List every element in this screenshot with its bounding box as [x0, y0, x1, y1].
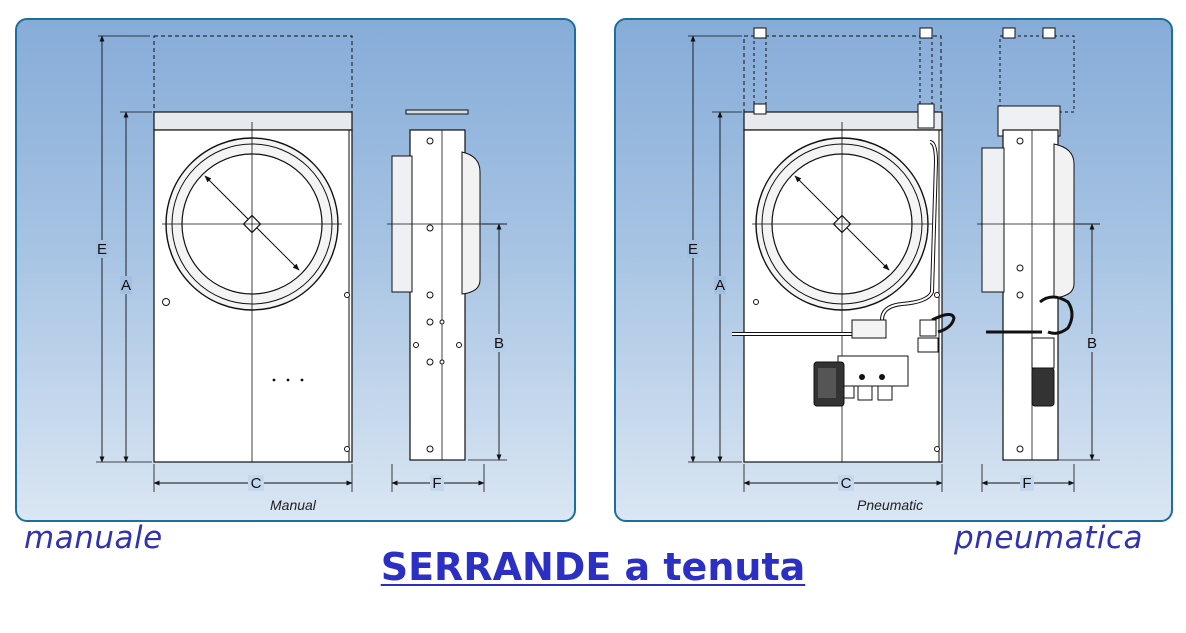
pneumatic-damper-drawing: E A C B: [687, 27, 1100, 492]
dim-label-a: A: [715, 277, 725, 294]
side-view-body: [1002, 129, 1059, 461]
extension-outline: [153, 35, 353, 113]
dim-label-b: B: [1087, 335, 1097, 352]
dim-label-b: B: [494, 335, 504, 352]
page-title: SERRANDE a tenuta: [380, 545, 806, 589]
dim-label-e: E: [97, 241, 107, 258]
label-manual: manuale: [24, 520, 163, 556]
manual-damper-drawing: E A C B: [96, 35, 507, 492]
extension-outline: [743, 35, 942, 113]
dim-label-a: A: [121, 277, 131, 294]
dim-label-c: C: [251, 475, 262, 492]
manual-damper-panel: E A C B: [15, 18, 576, 522]
page-title-container: SERRANDE a tenuta: [0, 545, 1186, 589]
label-pneumatic: pneumatica: [954, 520, 1144, 556]
dim-label-f: F: [432, 475, 441, 492]
dim-label-e: E: [688, 241, 698, 258]
panel-caption: Pneumatic: [857, 497, 924, 513]
pneumatic-damper-panel: E A C B: [614, 18, 1173, 522]
side-view-body: [409, 129, 466, 461]
panel-caption: Manual: [270, 497, 316, 513]
dim-label-c: C: [841, 475, 852, 492]
top-cap: [153, 111, 353, 131]
dim-label-f: F: [1022, 475, 1031, 492]
